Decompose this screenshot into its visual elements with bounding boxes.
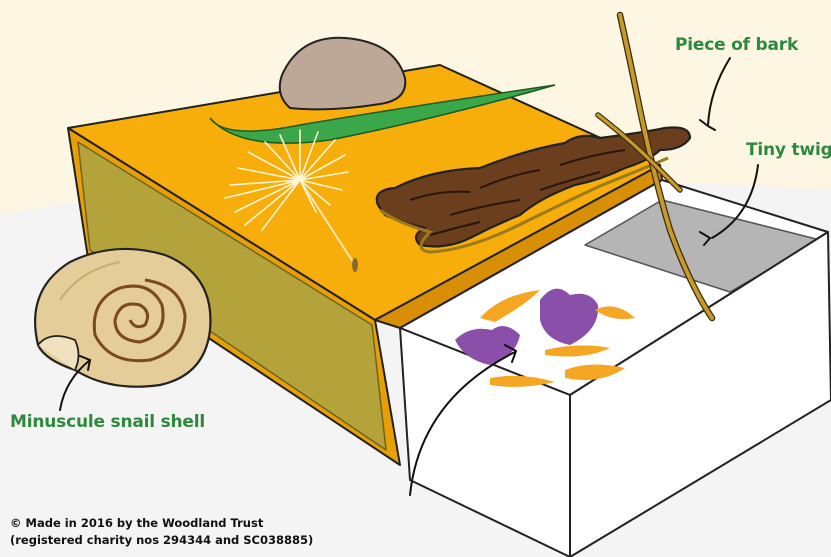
label-snail-shell: Minuscule snail shell <box>10 412 205 432</box>
credit-line-2: (registered charity nos 294344 and SC038… <box>10 532 313 549</box>
label-tiny-twig: Tiny twig <box>746 140 831 160</box>
pointer-bark <box>708 58 730 125</box>
label-piece-of-bark: Piece of bark <box>675 35 798 55</box>
stone <box>280 38 406 110</box>
credit-line-1: © Made in 2016 by the Woodland Trust <box>10 515 313 532</box>
copyright-credit: © Made in 2016 by the Woodland Trust (re… <box>10 515 313 549</box>
